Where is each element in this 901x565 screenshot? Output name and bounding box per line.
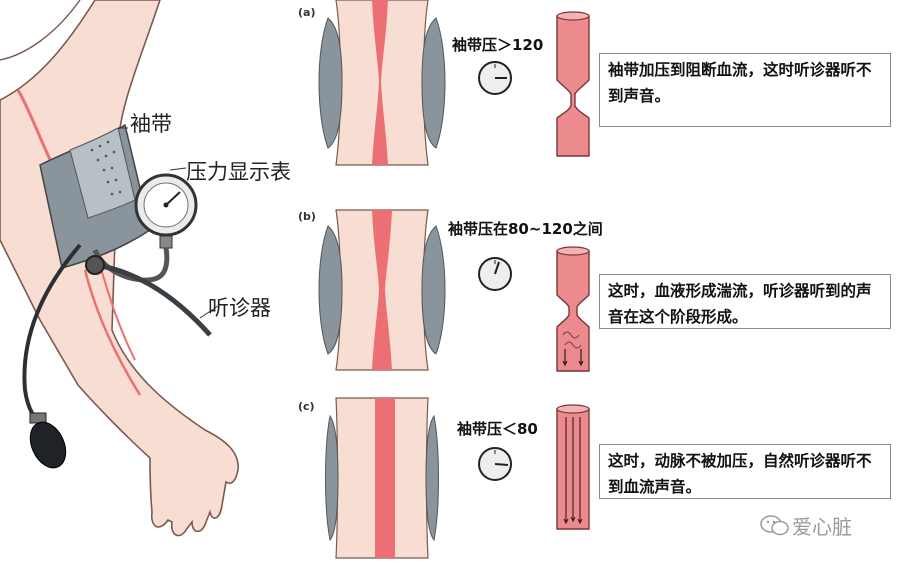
panel-b-note: 这时，血液形成湍流，听诊器听到的声音在这个阶段形成。 bbox=[599, 274, 891, 329]
artery-forearm-2 bbox=[99, 264, 136, 361]
arm-illustration bbox=[0, 0, 239, 537]
panel-c-vessel-tube bbox=[556, 404, 590, 530]
arm bbox=[0, 0, 239, 537]
panel-a-artery-section bbox=[318, 0, 446, 166]
artery-occluded bbox=[372, 0, 388, 165]
panel-c-note: 这时，动脉不被加压，自然听诊器听不到血流声音。 bbox=[599, 444, 891, 499]
wechat-icon bbox=[760, 515, 789, 536]
panel-b-artery-section bbox=[318, 209, 446, 371]
artery-narrowed bbox=[372, 210, 392, 370]
panel-a-vessel-tube bbox=[556, 11, 590, 157]
panel-a-letter: (a) bbox=[298, 6, 316, 19]
artery-forearm-1 bbox=[83, 269, 142, 396]
stethoscope-tube bbox=[94, 262, 212, 337]
panel-a-note: 袖带加压到阻断血流，这时听诊器听不到声音。 bbox=[599, 53, 891, 127]
stethoscope-label: 听诊器 bbox=[208, 296, 271, 320]
panel-b-letter: (b) bbox=[298, 210, 316, 223]
panel-b-gauge-icon bbox=[478, 257, 512, 291]
inflation-bulb bbox=[29, 421, 67, 469]
panel-c-pressure: 袖带压＜80 bbox=[457, 420, 538, 438]
artery-open bbox=[375, 398, 395, 558]
stethoscope-chest-piece bbox=[85, 255, 105, 275]
panel-c-letter: (c) bbox=[298, 400, 315, 413]
panel-c-gauge-icon bbox=[478, 447, 512, 481]
watermark-text: 爱心脏 bbox=[792, 515, 852, 539]
panel-a-pressure: 袖带压＞120 bbox=[452, 36, 544, 54]
cuff-label: 袖带 bbox=[130, 112, 172, 136]
gauge-label: 压力显示表 bbox=[186, 160, 291, 184]
panel-c-artery-section bbox=[325, 397, 439, 559]
panel-a-gauge-icon bbox=[478, 61, 512, 95]
panel-b-vessel-tube bbox=[556, 246, 590, 372]
panel-b-pressure: 袖带压在80~120之间 bbox=[448, 220, 603, 238]
